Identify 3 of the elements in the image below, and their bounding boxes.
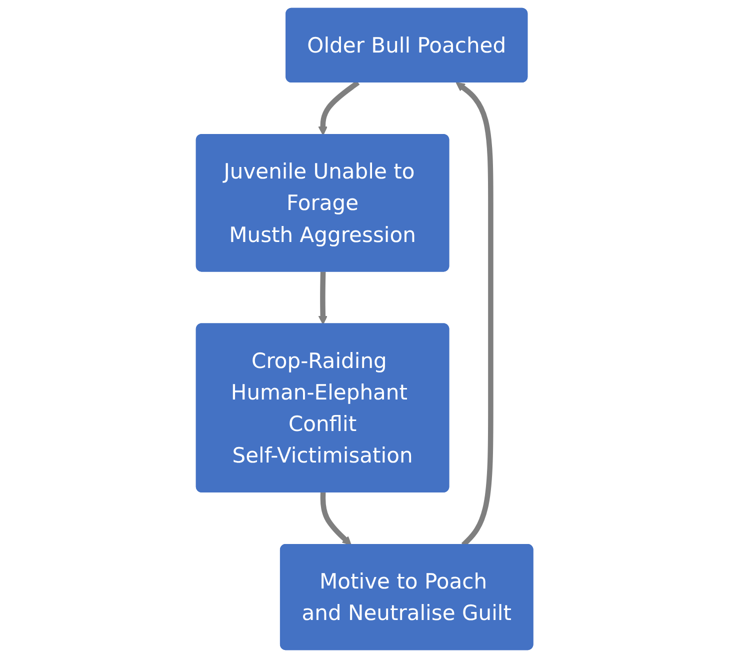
arrow	[318, 80, 360, 136]
arrow	[320, 492, 352, 546]
arrow	[318, 272, 328, 325]
